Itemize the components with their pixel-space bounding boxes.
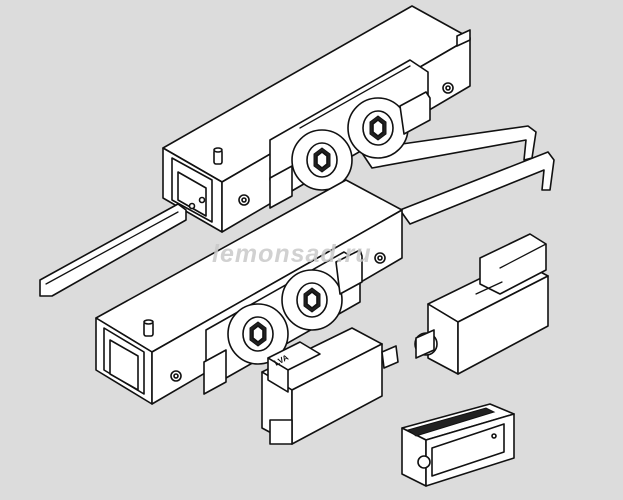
- roller-2: [347, 97, 409, 159]
- right-stopper: [414, 233, 549, 375]
- lower-carriage: [95, 151, 555, 405]
- roller-4: [281, 269, 343, 331]
- upper-carriage: [39, 5, 537, 297]
- watermark-text: lemonsad.ru: [212, 240, 372, 268]
- roller-1: [291, 129, 353, 191]
- roller-3: [227, 303, 289, 365]
- stopper-block: LVA: [261, 327, 399, 445]
- end-clip: [401, 403, 515, 487]
